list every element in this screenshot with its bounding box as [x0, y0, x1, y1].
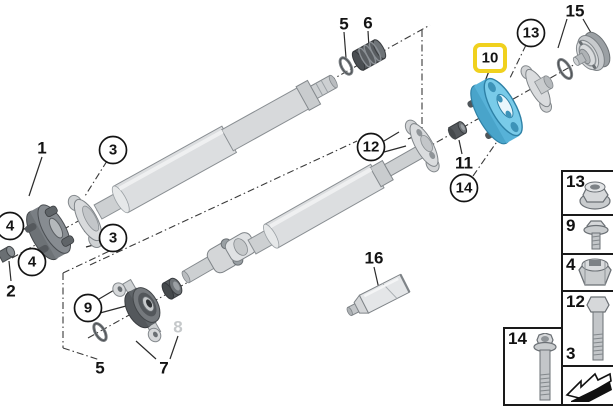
hex-bolt-icon: [586, 296, 610, 361]
legend-item-12-3[interactable]: 12 3: [561, 290, 613, 367]
legend-item-arrow[interactable]: [561, 365, 613, 406]
part-label-3b[interactable]: 3: [98, 223, 128, 253]
svg-text:4: 4: [28, 254, 37, 271]
part-label-13a[interactable]: 13: [516, 18, 546, 48]
grease-tube-16: [346, 273, 411, 317]
svg-text:1: 1: [37, 139, 46, 158]
spline-bolt-icon: [533, 333, 557, 401]
part-label-10[interactable]: 10: [473, 43, 507, 73]
svg-text:3: 3: [109, 230, 117, 247]
lock-nut-icon: [578, 258, 612, 286]
front-propshaft-flange: [67, 194, 103, 248]
svg-text:10: 10: [482, 50, 499, 67]
svg-text:4: 4: [6, 218, 15, 235]
legend-item-4[interactable]: 4: [561, 253, 613, 292]
legend-label-4: 4: [566, 255, 576, 274]
legend-label-14: 14: [508, 329, 527, 348]
front-propshaft-nut: [0, 245, 16, 263]
universal-joint: [206, 232, 257, 274]
svg-text:2: 2: [6, 282, 15, 301]
svg-text:15: 15: [566, 2, 585, 21]
o-ring-5-bottom: [92, 321, 108, 343]
flex-disc-10-highlighted[interactable]: [461, 72, 530, 150]
svg-text:9: 9: [84, 300, 92, 317]
output-companion-flange: [520, 65, 554, 113]
svg-text:13: 13: [523, 25, 540, 42]
legend-label-9: 9: [566, 216, 576, 235]
splined-sleeve-6: [351, 39, 387, 71]
svg-text:3: 3: [109, 142, 117, 159]
svg-text:14: 14: [456, 180, 473, 197]
rear-propshaft-flange: [404, 119, 440, 173]
legend-item-9[interactable]: 9: [561, 214, 613, 255]
svg-text:8: 8: [173, 318, 182, 337]
part-label-16[interactable]: 16: [365, 249, 384, 268]
part-label-4a[interactable]: 4: [0, 211, 25, 241]
centering-bush-11: [447, 121, 468, 140]
legend-item-13[interactable]: 13: [561, 170, 613, 216]
part-label-15[interactable]: 15: [566, 2, 585, 21]
legend-label-12: 12: [566, 292, 585, 311]
part-label-14a[interactable]: 14: [449, 173, 479, 203]
svg-text:16: 16: [365, 249, 384, 268]
part-label-1[interactable]: 1: [37, 139, 46, 158]
front-propshaft-flex-disc: [24, 204, 75, 261]
svg-text:5: 5: [95, 359, 104, 378]
part-label-11[interactable]: 11: [455, 154, 473, 173]
part-label-8[interactable]: 8: [173, 318, 182, 337]
svg-text:12: 12: [363, 139, 380, 156]
see-other-diagram-arrow-icon: [565, 372, 612, 402]
part-label-7[interactable]: 7: [159, 359, 168, 378]
flange-screw-icon: [583, 220, 609, 250]
legend-inset-14[interactable]: 14: [503, 327, 563, 406]
part-label-9[interactable]: 9: [73, 293, 103, 323]
cv-joint-15: [572, 31, 611, 71]
legend-label-3: 3: [566, 344, 576, 364]
front-propshaft-tube: [93, 74, 338, 220]
o-ring-5-top: [338, 56, 354, 76]
part-label-2[interactable]: 2: [6, 282, 15, 301]
centre-bearing: [112, 278, 162, 343]
legend-label-13: 13: [566, 172, 585, 191]
svg-text:11: 11: [455, 154, 473, 173]
part-label-5b[interactable]: 5: [95, 359, 104, 378]
part-label-4b[interactable]: 4: [17, 247, 47, 277]
o-ring-output: [556, 58, 574, 80]
svg-text:7: 7: [159, 359, 168, 378]
part-label-12[interactable]: 12: [356, 132, 386, 162]
svg-text:5: 5: [339, 15, 348, 34]
part-label-6[interactable]: 6: [363, 14, 372, 33]
svg-text:6: 6: [363, 14, 372, 33]
rear-propshaft-tube: [247, 144, 427, 255]
part-label-5a[interactable]: 5: [339, 15, 348, 34]
part-label-3a[interactable]: 3: [98, 135, 128, 165]
bearing-ring-8: [161, 277, 183, 300]
flange-nut-icon: [579, 181, 611, 210]
